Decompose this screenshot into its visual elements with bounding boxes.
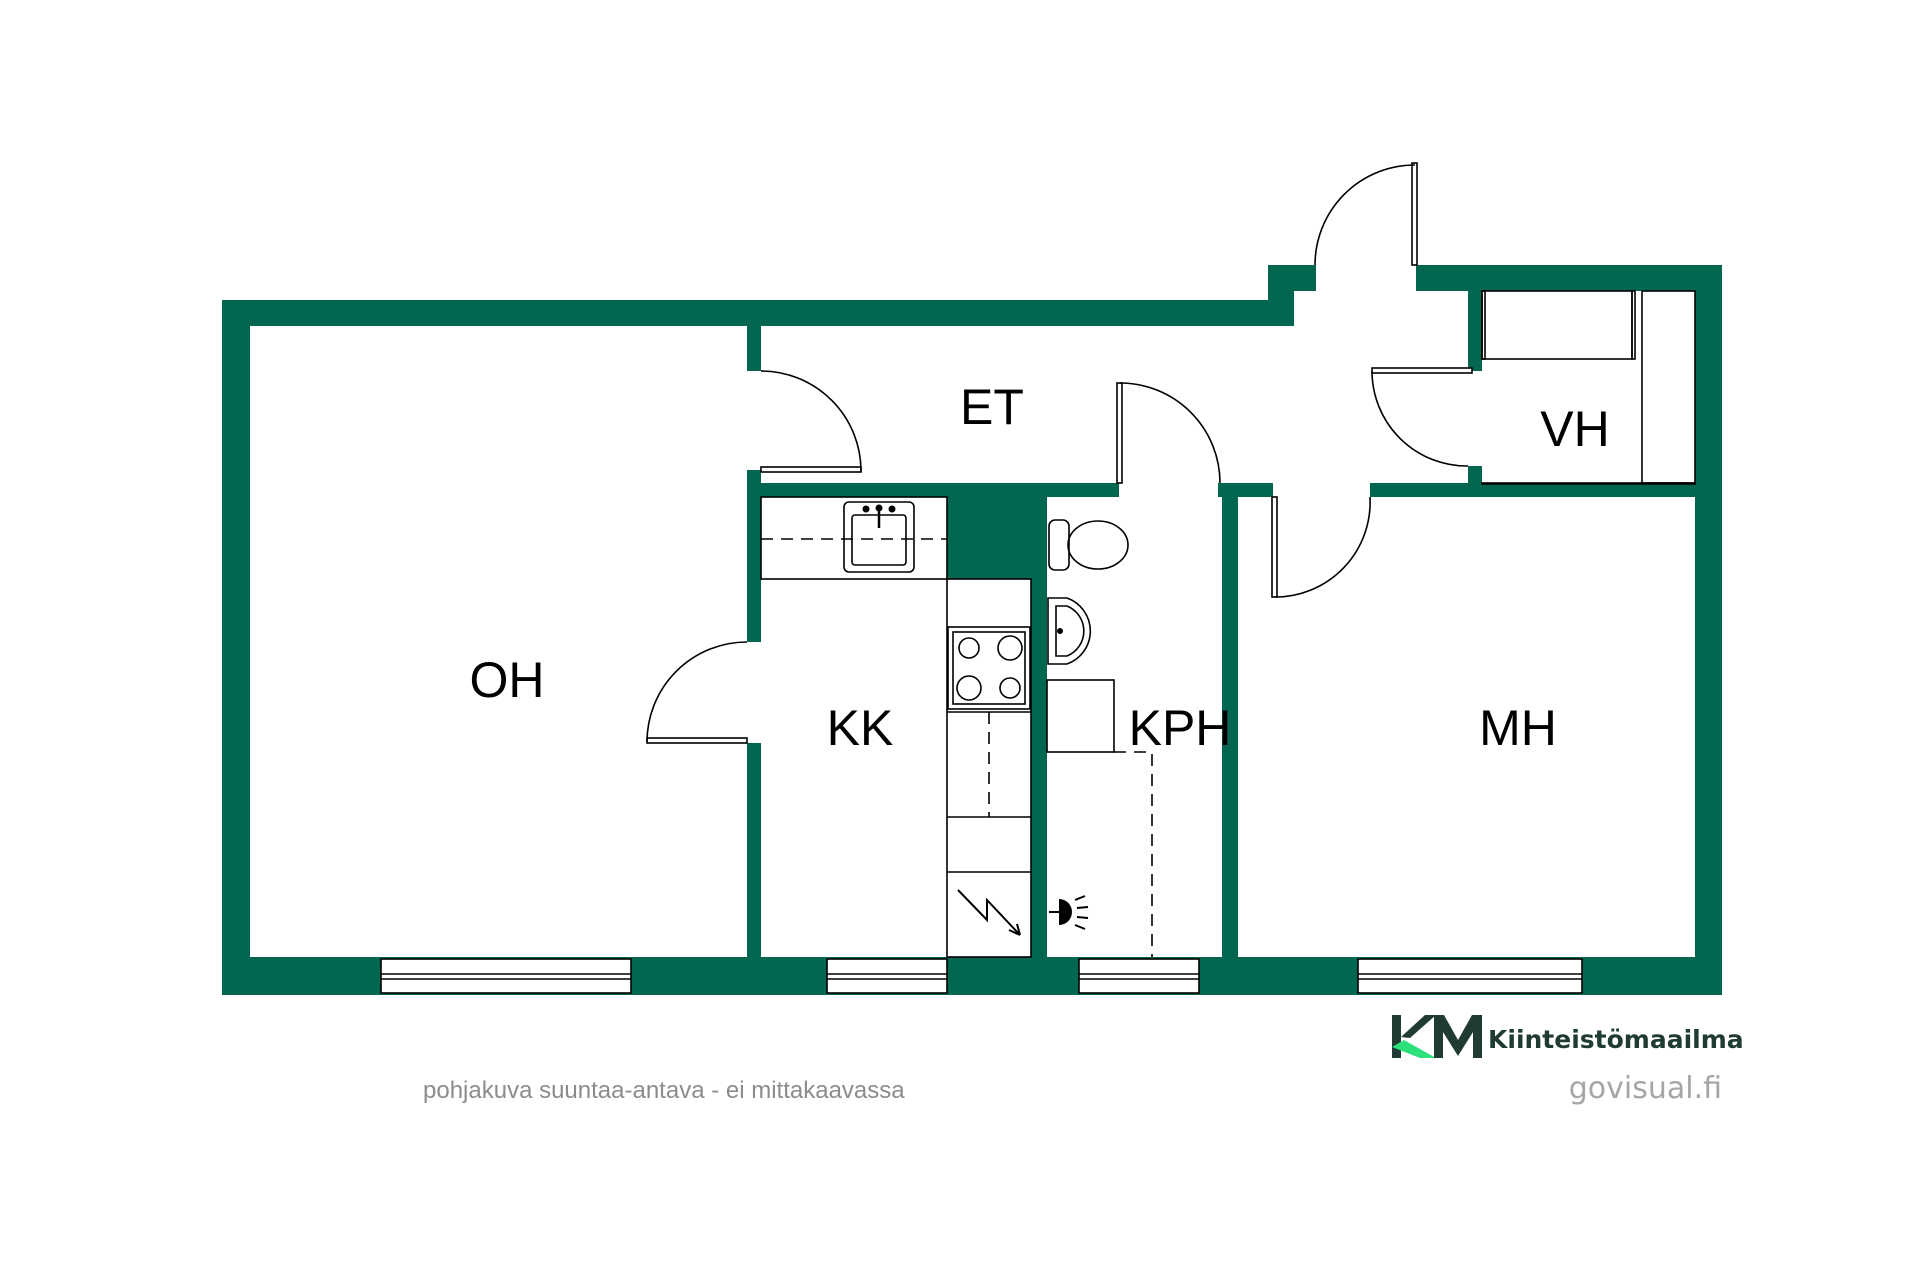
closet-line xyxy=(1481,482,1696,485)
wash-basin-icon xyxy=(1047,597,1092,665)
room-label-oh: OH xyxy=(470,652,545,708)
wall-corridor-south xyxy=(747,483,1119,497)
wall-corridor-south-3 xyxy=(1370,483,1722,497)
disclaimer-text: pohjakuva suuntaa-antava - ei mittakaava… xyxy=(423,1077,905,1104)
door-kph xyxy=(1116,382,1221,484)
wall-oh-top xyxy=(747,326,761,371)
lightning-icon xyxy=(957,889,1021,936)
kitchen-counter xyxy=(760,496,948,580)
wardrobe-vh xyxy=(1481,290,1696,484)
wall-top-left xyxy=(222,300,1294,326)
site-text: govisual.fi xyxy=(1569,1071,1722,1106)
wall-vh-left-low xyxy=(1468,466,1482,497)
window-kph xyxy=(1078,958,1200,994)
stove-icon xyxy=(947,626,1031,710)
window-kk xyxy=(826,958,948,994)
wall-kph-mh xyxy=(1222,483,1238,957)
kitchen-cabinet-column xyxy=(946,578,1032,958)
brand-name-text: Kiinteistömaailma xyxy=(1488,1025,1744,1054)
window-oh xyxy=(380,958,632,994)
room-labels: OH ET KK KPH VH MH xyxy=(470,379,1610,756)
sink-icon xyxy=(843,501,915,573)
km-logo-icon xyxy=(1392,1015,1482,1058)
wall-oh-low xyxy=(747,743,761,957)
wall-top-right xyxy=(1416,265,1722,291)
door-mh xyxy=(1271,496,1371,598)
wall-oh-mid xyxy=(747,470,761,642)
room-label-kph: KPH xyxy=(1129,700,1232,756)
bathroom-cabinet xyxy=(1046,679,1115,753)
door-oh-kk xyxy=(646,641,748,744)
wall-vh-left xyxy=(1468,291,1482,371)
shower-icon xyxy=(1049,895,1089,930)
toilet-icon xyxy=(1048,519,1129,571)
shower-area-dashed xyxy=(1114,751,1153,957)
doors xyxy=(646,162,1473,744)
room-label-et: ET xyxy=(960,379,1024,435)
walls xyxy=(222,265,1722,995)
room-label-mh: MH xyxy=(1479,700,1557,756)
door-vh xyxy=(1371,367,1473,467)
door-oh-et xyxy=(760,370,862,473)
wall-shaft xyxy=(947,483,1047,579)
door-entrance xyxy=(1314,162,1418,266)
windows xyxy=(380,958,1583,994)
room-label-vh: VH xyxy=(1540,401,1609,457)
fixtures xyxy=(760,290,1696,958)
brand-logo: Kiinteistömaailma xyxy=(1392,1015,1744,1058)
room-label-kk: KK xyxy=(827,700,894,756)
wall-top-step xyxy=(1268,265,1316,291)
wall-outer-left xyxy=(222,300,250,995)
wall-outer-right xyxy=(1695,265,1722,995)
wall-kk-kph xyxy=(1031,483,1047,957)
window-mh xyxy=(1357,958,1583,994)
